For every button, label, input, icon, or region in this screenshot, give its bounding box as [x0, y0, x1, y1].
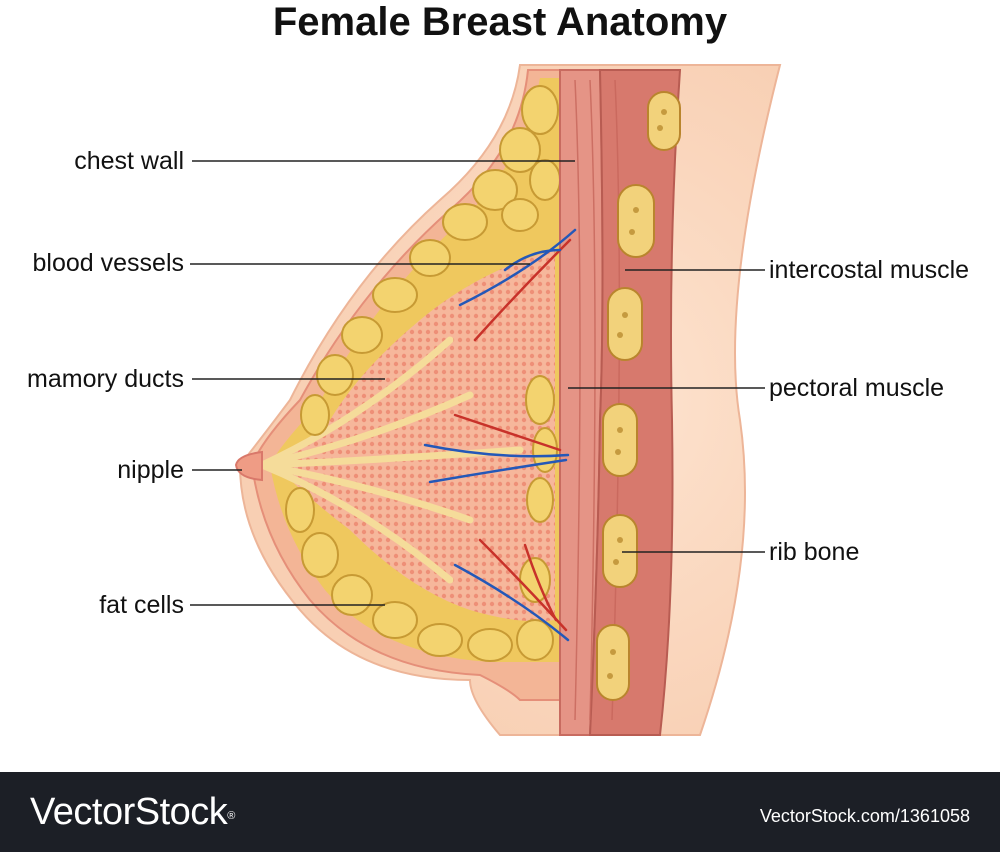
- nipple-shape: [234, 450, 263, 482]
- fat-cells: [285, 85, 561, 662]
- watermark-footer: VectorStock® VectorStock.com/1361058: [0, 772, 1000, 852]
- label-nipple: nipple: [117, 456, 184, 484]
- leader-lines: [190, 160, 765, 606]
- label-pectoral-muscle: pectoral muscle: [769, 374, 945, 402]
- vectorstock-logo: VectorStock®: [30, 790, 235, 834]
- blood-vessels: [423, 228, 577, 642]
- mammary-ducts: [258, 336, 524, 584]
- glandular-tissue: [275, 250, 555, 622]
- rib-bones: [596, 91, 681, 701]
- trademark-symbol: ®: [227, 810, 235, 822]
- label-mammary-ducts: mamory ducts: [27, 365, 184, 393]
- label-rib-bone: rib bone: [769, 538, 860, 566]
- brand-name: VectorStock: [30, 791, 228, 833]
- label-chest-wall: chest wall: [74, 147, 184, 175]
- label-blood-vessels: blood vessels: [32, 249, 184, 277]
- label-intercostal-muscle: intercostal muscle: [769, 256, 970, 284]
- diagram-title: Female Breast Anatomy: [272, 0, 728, 44]
- breast-anatomy-illustration: [190, 64, 782, 736]
- source-url: VectorStock.com/1361058: [759, 806, 970, 826]
- label-fat-cells: fat cells: [99, 591, 184, 619]
